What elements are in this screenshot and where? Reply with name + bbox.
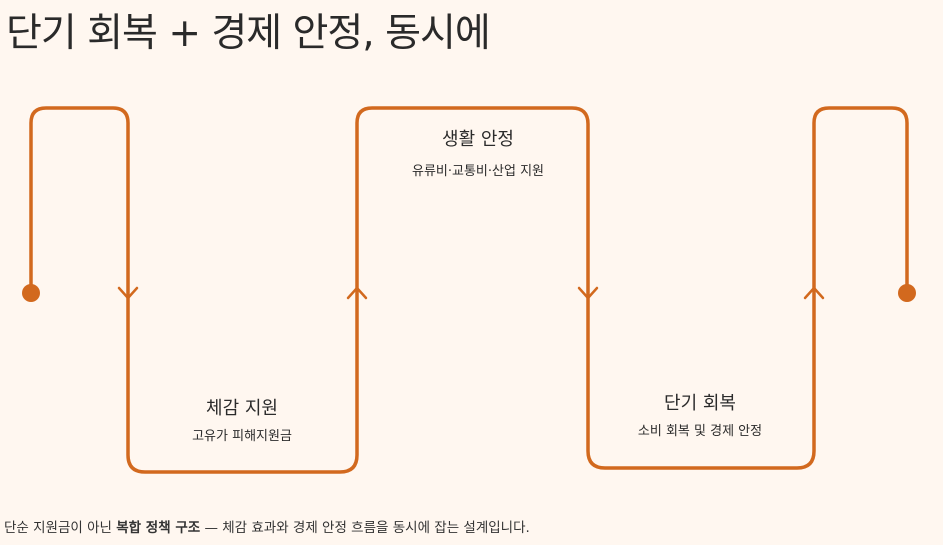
arrow-up-icon (803, 286, 825, 300)
start-dot (22, 284, 40, 302)
node-heading: 단기 회복 (664, 393, 736, 414)
caption: 단순 지원금이 아닌 복합 정책 구조 — 체감 효과와 경제 안정 흐름을 동… (4, 516, 530, 536)
end-dot (898, 284, 916, 302)
flow-path (29, 106, 909, 474)
page-title: 단기 회복 + 경제 안정, 동시에 (6, 11, 491, 56)
arrow-down-icon (117, 286, 139, 300)
node-heading: 체감 지원 (206, 398, 278, 419)
node-description: 소비 회복 및 경제 안정 (637, 424, 763, 439)
node-description: 유류비·교통비·산업 지원 (412, 164, 544, 179)
caption-rest: — 체감 효과와 경제 안정 흐름을 동시에 잡는 설계입니다. (200, 520, 530, 536)
node-description: 고유가 피해지원금 (192, 429, 292, 444)
node-short-term-recovery: 단기 회복 소비 회복 및 경제 안정 (600, 392, 800, 440)
node-heading: 생활 안정 (442, 129, 514, 150)
caption-emphasis: 복합 정책 구조 (116, 520, 201, 536)
node-living-stability: 생활 안정 유류비·교통비·산업 지원 (388, 128, 568, 180)
arrow-up-icon (346, 286, 368, 300)
arrow-down-icon (577, 286, 599, 300)
caption-lead: 단순 지원금이 아닌 (4, 520, 117, 536)
node-felt-support: 체감 지원 고유가 피해지원금 (142, 397, 342, 445)
